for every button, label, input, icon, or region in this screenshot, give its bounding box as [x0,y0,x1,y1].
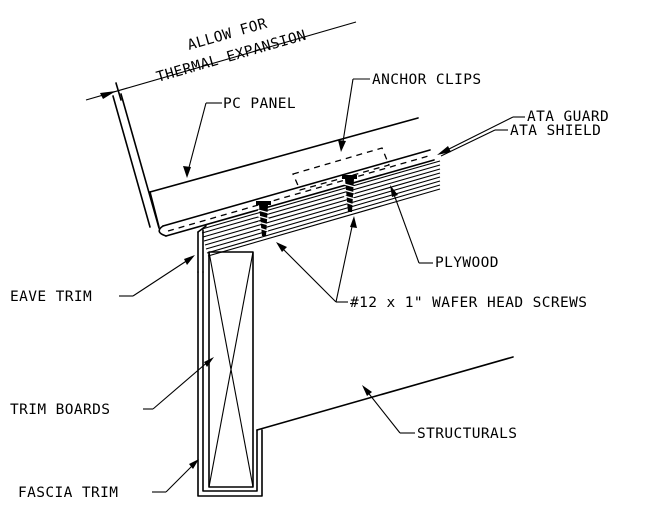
anchor-clip [292,147,390,191]
ata-guard-wrap [158,149,435,237]
thermal-expansion-dimension: ALLOW FOR THERMAL EXPANSION [85,16,357,101]
label-pc-panel: PC PANEL [183,96,296,178]
structural-member [256,356,514,431]
screw-right [342,175,357,212]
label-anchor-clips: ANCHOR CLIPS [338,72,482,152]
ata-shield-label: ATA SHIELD [510,123,601,139]
label-plywood: PLYWOOD [390,185,499,271]
eave-trim [197,225,207,273]
pc-panel-label: PC PANEL [223,96,296,112]
trim-board [208,251,254,488]
screw-left [256,201,271,236]
label-ata-shield: ATA SHIELD [440,123,601,157]
screws-label: #12 x 1" WAFER HEAD SCREWS [350,295,587,311]
pc-panel [149,117,419,228]
label-screws: #12 x 1" WAFER HEAD SCREWS [276,216,587,311]
anchor-clips-label: ANCHOR CLIPS [372,72,482,88]
ata-guard-label: ATA GUARD [527,109,609,125]
plywood-label: PLYWOOD [435,255,499,271]
structurals-label: STRUCTURALS [417,426,517,442]
fascia-trim-label: FASCIA TRIM [18,485,118,501]
label-structurals: STRUCTURALS [362,385,517,442]
eave-trim-label: EAVE TRIM [10,289,92,305]
trim-boards-label: TRIM BOARDS [10,402,110,418]
label-trim-boards: TRIM BOARDS [10,357,214,418]
plywood-sheathing [201,160,441,257]
label-fascia-trim: FASCIA TRIM [18,459,199,501]
fascia-trim [197,271,263,497]
label-eave-trim: EAVE TRIM [10,255,195,305]
wafer-head-screws [256,175,357,236]
pc-panel-edge [112,93,160,229]
